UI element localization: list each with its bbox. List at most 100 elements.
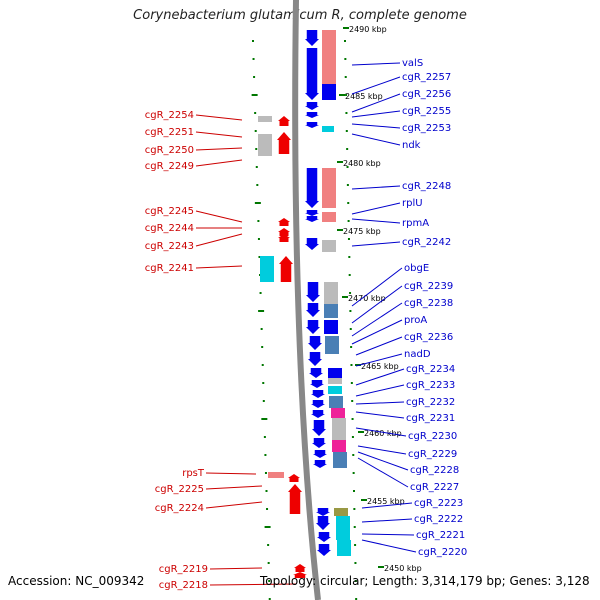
tick-mark-right: [351, 400, 354, 402]
cog-block: [334, 508, 348, 516]
reverse-gene-arrow: [288, 484, 302, 514]
tick-mark-right: [354, 544, 357, 546]
label-leader-line: [195, 114, 243, 121]
label-leader-line: [205, 485, 263, 490]
forward-gene-arrow: [306, 303, 320, 317]
gene-label: obgE: [404, 263, 429, 274]
cog-block: [329, 396, 343, 408]
label-leader-line: [351, 93, 401, 113]
tick-mark-left: [264, 526, 271, 528]
forward-gene-arrow: [316, 516, 330, 530]
cog-block: [328, 386, 342, 394]
forward-gene-arrow: [305, 210, 319, 216]
scale-tick-mark: [337, 161, 343, 163]
forward-gene-arrow: [305, 122, 319, 128]
cog-block: [331, 408, 345, 418]
cog-block: [268, 472, 284, 478]
tick-mark-left: [258, 310, 265, 312]
tick-mark-right: [350, 364, 353, 366]
cog-block: [322, 240, 336, 252]
tick-mark-left: [255, 148, 258, 150]
cog-block: [324, 320, 338, 334]
gene-label: ndk: [402, 140, 421, 151]
tick-mark-right: [347, 238, 350, 240]
forward-gene-arrow: [313, 460, 327, 468]
scale-tick-mark: [339, 94, 345, 96]
cog-block: [322, 126, 334, 132]
tick-mark-left: [257, 220, 260, 222]
tick-mark-left: [254, 130, 257, 132]
tick-mark-right: [345, 94, 348, 96]
gene-label: cgR_2224: [155, 503, 204, 514]
reverse-gene-arrow: [294, 564, 306, 572]
gene-label: cgR_2242: [402, 237, 451, 248]
forward-gene-arrow: [306, 320, 320, 334]
tick-mark-right: [349, 292, 352, 294]
tick-mark-left: [267, 562, 270, 564]
forward-gene-arrow: [305, 102, 319, 110]
map-title: Corynebacterium glutamicum R, complete g…: [133, 8, 467, 23]
tick-mark-left: [266, 508, 269, 510]
forward-gene-arrow: [309, 368, 323, 378]
cog-blocks: [258, 30, 351, 556]
gene-label: cgR_2239: [404, 281, 453, 292]
forward-gene-arrow: [316, 508, 330, 516]
gene-label: proA: [404, 315, 427, 326]
gene-label: cgR_2241: [145, 263, 194, 274]
label-leader-line: [209, 567, 263, 570]
tick-mark-left: [254, 112, 257, 114]
tick-mark-right: [348, 274, 351, 276]
tick-mark-left: [268, 598, 271, 600]
gene-label: cgR_2256: [402, 89, 451, 100]
cog-block: [332, 440, 346, 452]
label-leader-line: [355, 427, 407, 437]
label-leader-line: [361, 518, 413, 523]
tick-mark-left: [261, 346, 264, 348]
label-leader-line: [355, 336, 403, 356]
label-leader-line: [195, 147, 243, 151]
label-leader-line: [351, 110, 401, 118]
reverse-gene-arrow: [277, 132, 291, 154]
gene-label: cgR_2223: [414, 498, 463, 509]
tick-mark-right: [346, 148, 349, 150]
forward-gene-arrow: [313, 450, 327, 458]
label-leader-line: [355, 401, 405, 405]
tick-mark-right: [344, 76, 347, 78]
reverse-gene-arrow: [278, 234, 290, 242]
gene-label: cgR_2220: [418, 547, 467, 558]
label-leader-line: [351, 202, 401, 215]
label-leader-line: [351, 302, 403, 337]
gene-label: rpsT: [182, 468, 205, 479]
label-leader-line: [355, 411, 405, 419]
label-leader-line: [351, 185, 401, 190]
gene-label: cgR_2221: [416, 530, 465, 541]
tick-mark-right: [347, 220, 350, 222]
gene-label: nadD: [404, 349, 431, 360]
gene-label: cgR_2232: [406, 397, 455, 408]
forward-gene-arrow: [317, 544, 331, 556]
reverse-gene-arrow: [279, 256, 293, 282]
tick-mark-left: [264, 454, 267, 456]
label-leader-line: [195, 131, 243, 138]
forward-gene-arrow: [305, 30, 319, 46]
cog-block: [336, 516, 350, 540]
forward-gene-arrow: [312, 438, 326, 448]
tick-mark-left: [264, 472, 267, 474]
gene-label: cgR_2227: [410, 482, 459, 493]
scale-tick-label: 2475 kbp: [343, 227, 381, 236]
gene-label: cgR_2236: [404, 332, 453, 343]
tick-mark-right: [348, 256, 351, 258]
tick-mark-left: [257, 238, 260, 240]
cog-block: [337, 540, 351, 556]
scale-tick-mark: [378, 566, 384, 568]
tick-mark-right: [353, 526, 356, 528]
label-leader-line: [351, 133, 401, 146]
gene-label: cgR_2238: [404, 298, 453, 309]
forward-gene-arrow: [305, 238, 319, 250]
cog-block: [260, 256, 274, 282]
gene-label: cgR_2248: [402, 181, 451, 192]
accession: Accession: NC_009342: [8, 574, 145, 588]
label-leader-line: [205, 472, 257, 475]
